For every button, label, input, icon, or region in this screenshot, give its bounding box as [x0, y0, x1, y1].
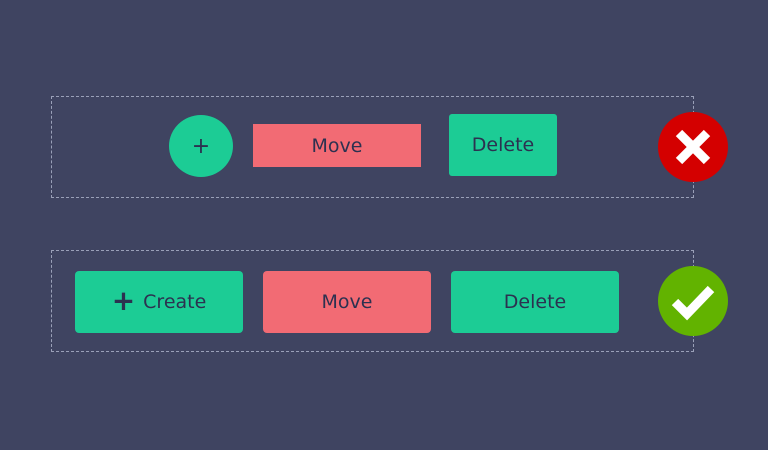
delete-button-label: Delete	[503, 291, 567, 313]
delete-button-label: Delete	[471, 134, 535, 156]
add-button[interactable]: +	[169, 115, 233, 177]
plus-icon: +	[111, 284, 136, 317]
good-example-row: + Create Move Delete	[51, 250, 694, 352]
delete-button[interactable]: Delete	[449, 114, 557, 176]
move-button-label: Move	[321, 291, 373, 313]
plus-icon: +	[191, 133, 211, 159]
delete-button[interactable]: Delete	[451, 271, 619, 333]
x-mark-icon	[658, 112, 728, 182]
move-button-label: Move	[311, 134, 363, 157]
bad-example-row: + Move Delete	[51, 96, 694, 198]
move-button[interactable]: Move	[263, 271, 431, 333]
create-button[interactable]: + Create	[75, 271, 243, 333]
create-button-label: Create	[143, 291, 207, 313]
move-button[interactable]: Move	[253, 124, 421, 167]
check-mark-icon	[658, 266, 728, 336]
